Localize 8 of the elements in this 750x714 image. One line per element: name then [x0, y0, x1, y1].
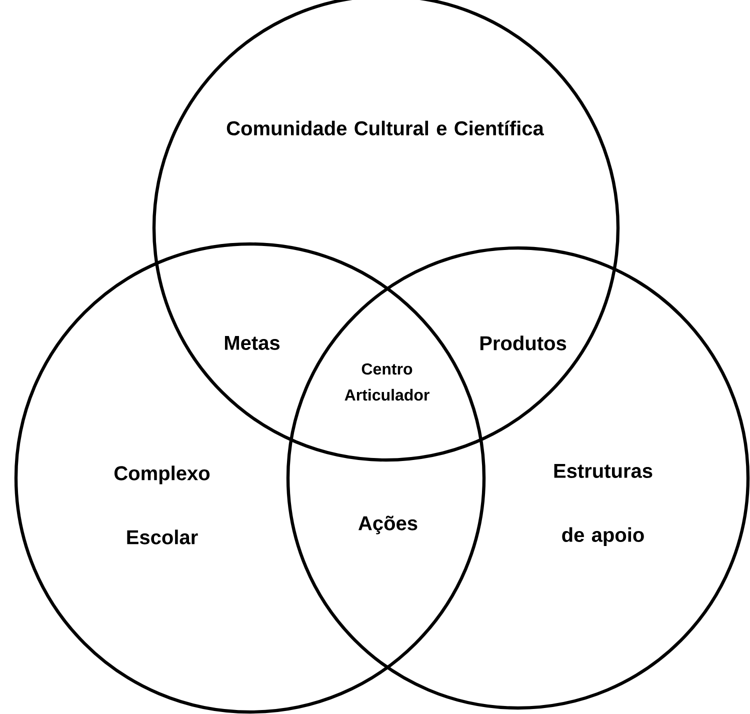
circle-label: Comunidade Cultural e Científica	[226, 120, 544, 136]
circle	[286, 246, 750, 710]
region-label: Metas	[225, 336, 280, 350]
region-label: Ações	[358, 516, 418, 534]
circle-label: Complexo Escolar	[114, 466, 210, 544]
circle-label: Estruturas de apoio	[554, 464, 652, 546]
region-label: Centro Articulador	[344, 363, 430, 401]
region-label: Produtos	[480, 336, 566, 350]
